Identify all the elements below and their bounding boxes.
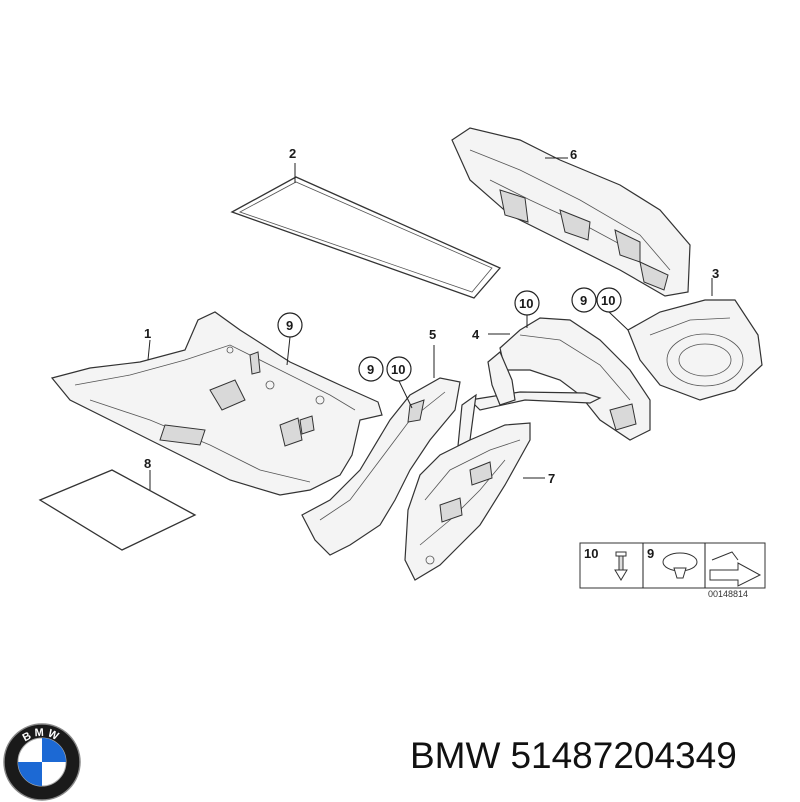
fastener-legend: 10 9 00148814 bbox=[579, 542, 766, 599]
part-5-pillar: 5 9 10 bbox=[301, 327, 461, 556]
part-8-mat: 8 bbox=[38, 456, 197, 551]
callout-4: 4 bbox=[472, 327, 480, 342]
part-6-trim: 6 bbox=[451, 127, 691, 297]
part-4-bracket: 10 4 bbox=[472, 290, 651, 441]
part-3-wheel-arch: 3 bbox=[627, 266, 763, 401]
part-2-mat: 2 bbox=[230, 146, 502, 299]
callout-10-right: 10 bbox=[601, 293, 615, 308]
diagram-code: 00148814 bbox=[708, 589, 748, 599]
brace-rod bbox=[457, 351, 602, 448]
callout-9-left: 9 bbox=[286, 318, 293, 333]
part-number: 51487204349 bbox=[510, 735, 737, 776]
direction-arrow-icon bbox=[709, 551, 762, 587]
callout-10-left: 10 bbox=[391, 362, 405, 377]
callout-6: 6 bbox=[570, 147, 577, 162]
callout-9-right: 9 bbox=[580, 293, 587, 308]
callout-5: 5 bbox=[429, 327, 436, 342]
part-1-floor-panel: 1 9 bbox=[50, 311, 383, 496]
callout-1: 1 bbox=[144, 326, 151, 341]
callout-8: 8 bbox=[144, 456, 151, 471]
legend-item-10: 10 bbox=[584, 546, 598, 561]
callout-2: 2 bbox=[289, 146, 296, 161]
plug-cap-icon bbox=[662, 552, 698, 579]
push-clip-icon bbox=[614, 551, 628, 581]
brand-name: BMW bbox=[410, 735, 501, 776]
svg-text:BMW: BMW bbox=[21, 727, 64, 745]
bmw-logo: BMW bbox=[3, 723, 81, 801]
part-7-wheelhouse: 7 bbox=[404, 422, 555, 581]
callout-10-center: 10 bbox=[519, 296, 533, 311]
callout-9-center: 9 bbox=[367, 362, 374, 377]
callout-3: 3 bbox=[712, 266, 719, 281]
legend-item-9: 9 bbox=[647, 546, 654, 561]
callout-7: 7 bbox=[548, 471, 555, 486]
callout-group-9-10-right: 9 10 bbox=[571, 287, 629, 331]
